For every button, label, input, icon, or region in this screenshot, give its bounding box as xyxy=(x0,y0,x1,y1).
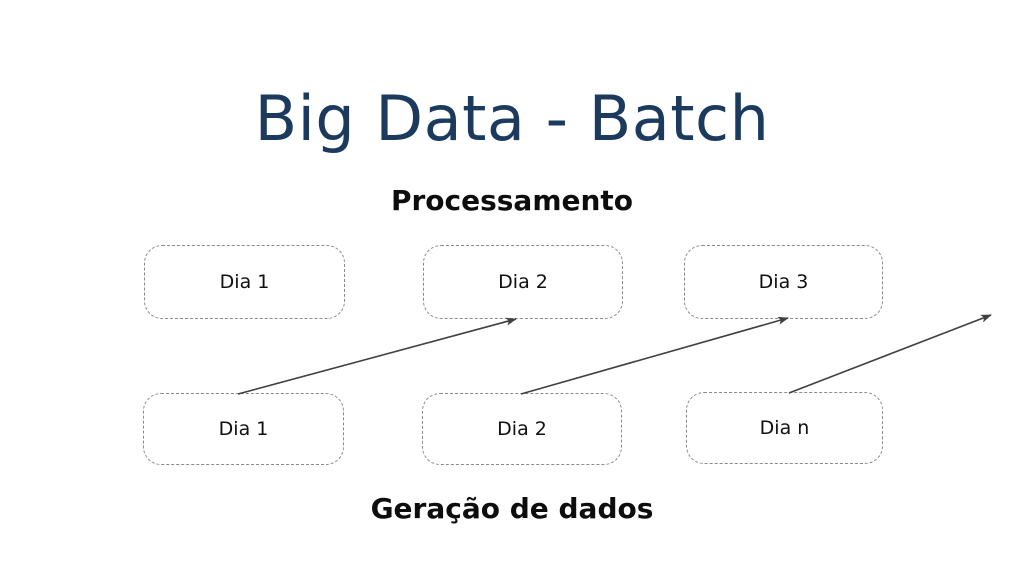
box-bottom-dia-n[interactable]: Dia n xyxy=(686,392,883,464)
box-bottom-dia-1-label: Dia 1 xyxy=(218,418,269,440)
box-top-dia-3-label: Dia 3 xyxy=(758,271,809,293)
box-top-dia-2-label: Dia 2 xyxy=(498,271,548,293)
arrow-dia2-to-dia3 xyxy=(520,316,789,395)
caption-geracao-de-dados: Geração de dados xyxy=(370,492,654,525)
box-top-dia-2[interactable]: Dia 2 xyxy=(423,245,623,319)
box-bottom-dia-1[interactable]: Dia 1 xyxy=(143,393,344,465)
box-top-dia-1-label: Dia 1 xyxy=(219,271,270,293)
caption-processamento: Processamento xyxy=(390,184,634,217)
box-bottom-dia-2[interactable]: Dia 2 xyxy=(422,393,622,465)
box-top-dia-1[interactable]: Dia 1 xyxy=(144,245,345,319)
box-bottom-dia-n-label: Dia n xyxy=(759,417,810,439)
arrow-dia1-to-dia2 xyxy=(237,317,517,395)
box-top-dia-3[interactable]: Dia 3 xyxy=(684,245,883,319)
box-bottom-dia-2-label: Dia 2 xyxy=(497,418,547,440)
arrow-dian-to-next xyxy=(788,314,992,394)
page-title: Big Data - Batch xyxy=(254,81,770,155)
